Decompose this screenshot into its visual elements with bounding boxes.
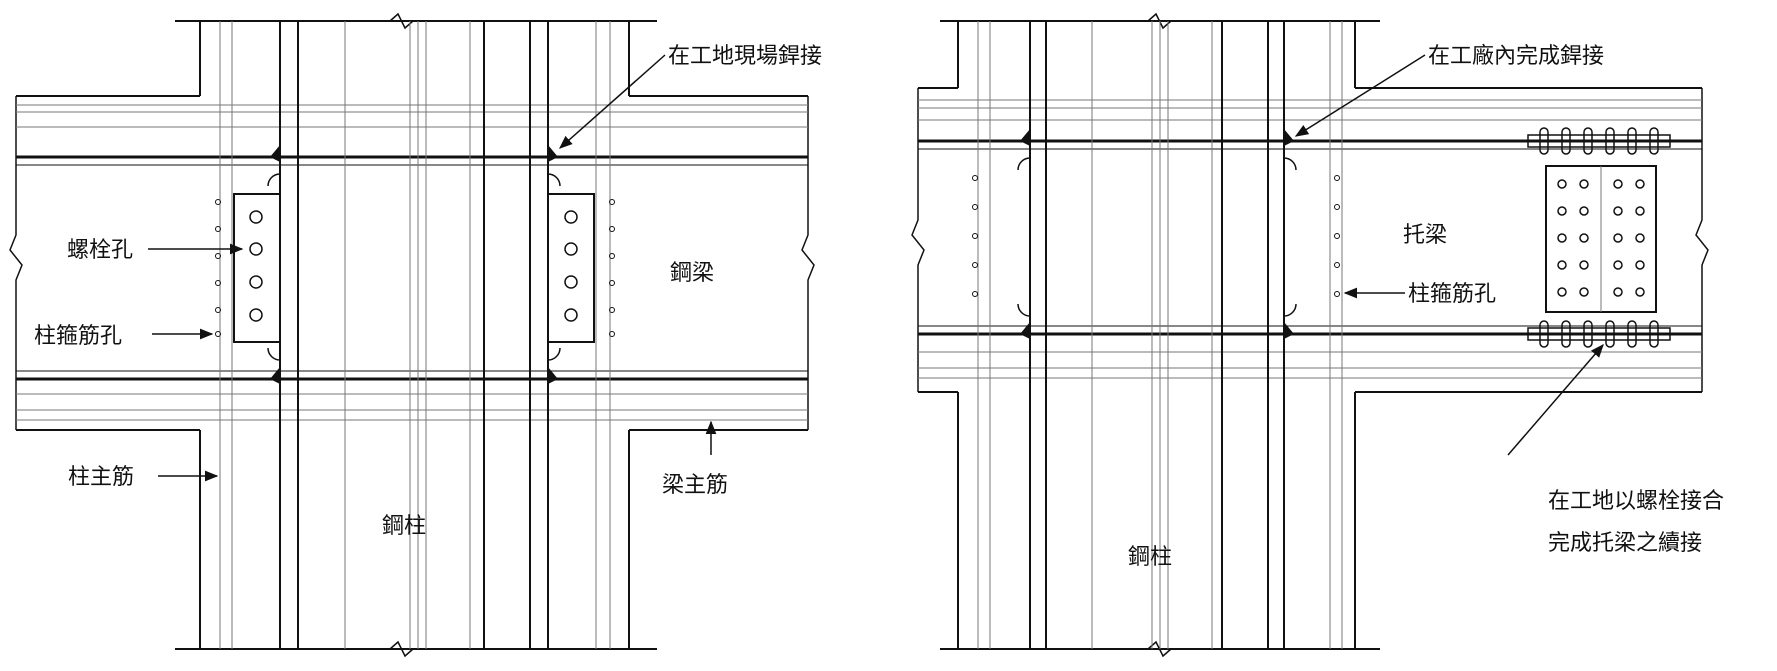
web-splice-bolt-hole [1579, 287, 1589, 297]
left-shear-plate-left [233, 193, 281, 343]
right-beam-lines [918, 99, 1702, 379]
web-splice-bolt-hole [1579, 260, 1589, 270]
label-stirrup-hole-left: 柱箍筋孔 [34, 324, 122, 349]
web-splice-bolt-hole [1613, 287, 1623, 297]
label-bolted-splice-2: 完成托梁之續接 [1548, 531, 1702, 556]
right-stirrup-holes [972, 175, 1340, 297]
left-leaders [148, 54, 717, 482]
label-shop-weld: 在工廠內完成銲接 [1428, 44, 1604, 69]
web-splice-bolt-hole [1635, 206, 1645, 216]
label-bracket-beam: 托梁 [1403, 223, 1447, 248]
label-bolt-hole: 螺栓孔 [67, 238, 133, 263]
right-web-splice-plate [1545, 165, 1657, 313]
left-shear-plate-right [547, 193, 595, 343]
left-stirrup-holes [215, 199, 615, 337]
label-steel-beam: 鋼梁 [670, 261, 714, 286]
web-splice-bolt-hole [1557, 260, 1567, 270]
left-beam-lines [16, 104, 808, 421]
web-splice-bolt-hole [1635, 233, 1645, 243]
web-splice-bolt-hole [1613, 233, 1623, 243]
web-splice-bolt-hole [1579, 233, 1589, 243]
right-welds [1017, 129, 1297, 339]
web-splice-bolt-hole [1557, 179, 1567, 189]
label-column-main-rebar: 柱主筋 [68, 465, 134, 490]
web-splice-bolt-hole [1613, 179, 1623, 189]
web-splice-bolt-hole [1635, 179, 1645, 189]
web-splice-bolt-hole [1613, 260, 1623, 270]
web-splice-bolt-hole [1557, 233, 1567, 243]
web-splice-bolt-hole [1579, 206, 1589, 216]
label-bolted-splice-1: 在工地以螺栓接合 [1548, 489, 1724, 514]
web-splice-bolt-hole [1613, 206, 1623, 216]
right-flange-splice-bottom [1527, 320, 1671, 348]
label-steel-column-right: 鋼柱 [1128, 545, 1172, 570]
web-splice-bolt-hole [1579, 179, 1589, 189]
right-leaders [1294, 54, 1604, 456]
left-concrete-outline [9, 12, 815, 658]
label-site-weld: 在工地現場銲接 [668, 44, 822, 69]
label-stirrup-hole-right: 柱箍筋孔 [1408, 282, 1496, 307]
left-welds [267, 145, 561, 384]
web-splice-bolt-hole [1557, 206, 1567, 216]
web-splice-bolt-hole [1635, 287, 1645, 297]
right-diagram: 在工廠內完成銲接 托梁 柱箍筋孔 在工地以螺栓接合 完成托梁之續接 鋼柱 [911, 12, 1724, 658]
left-column-lines [219, 21, 611, 649]
label-beam-main-rebar: 梁主筋 [662, 473, 728, 498]
label-steel-column-left: 鋼柱 [382, 514, 426, 539]
web-splice-bolt-hole [1557, 287, 1567, 297]
web-splice-bolt-hole [1635, 260, 1645, 270]
right-flange-splice-top [1527, 127, 1671, 155]
left-diagram: 在工地現場銲接 螺栓孔 柱箍筋孔 鋼梁 柱主筋 梁主筋 鋼柱 [9, 12, 822, 658]
